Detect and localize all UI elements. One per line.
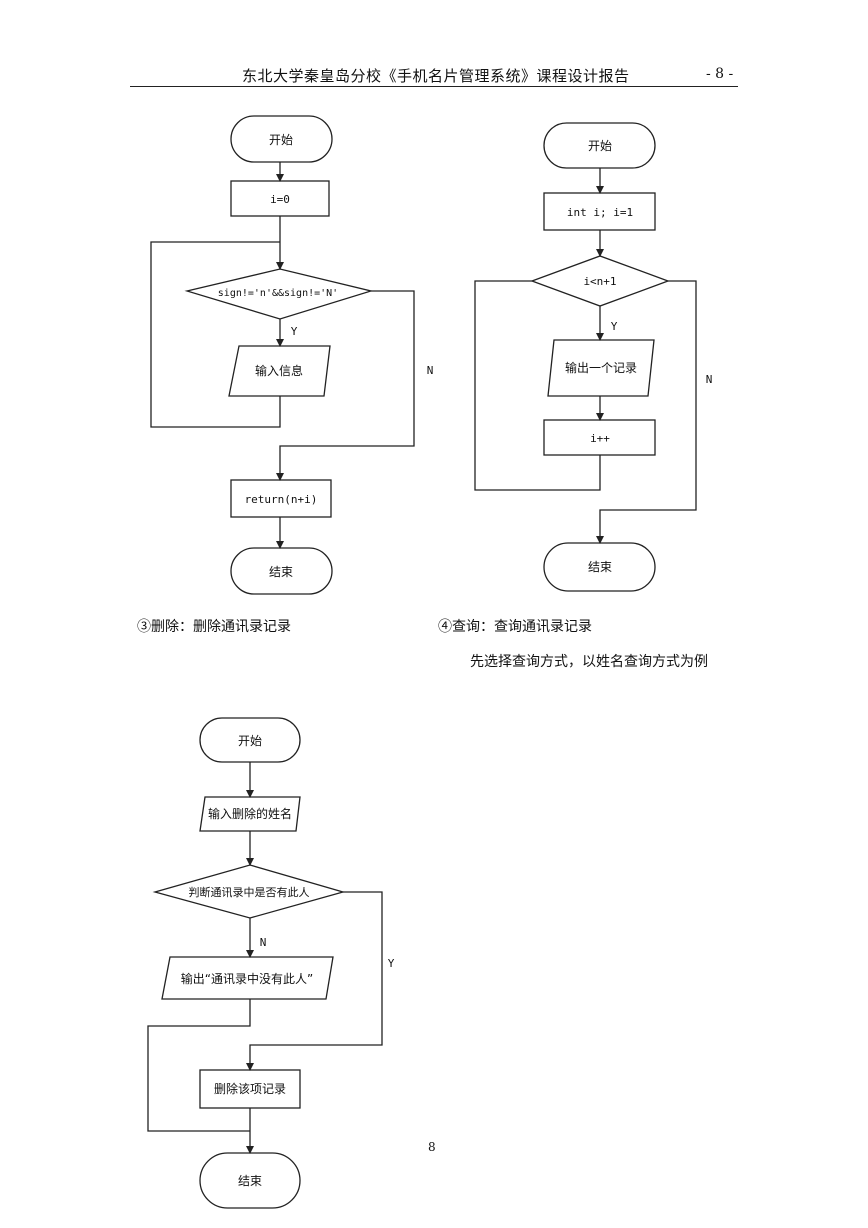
query-end-terminal <box>543 542 656 592</box>
query-output-label: 输出一个记录 <box>565 360 637 375</box>
add-end-label: 结束 <box>269 565 293 579</box>
query-condition-label: i<n+1 <box>583 275 616 288</box>
add-start-label: 开始 <box>269 133 293 147</box>
caption-query-note: 先选择查询方式，以姓名查询方式为例 <box>470 654 708 670</box>
delete-input-parallelogram <box>199 796 301 832</box>
delete-input-label: 输入删除的姓名 <box>208 806 292 821</box>
query-no-label: N <box>706 373 713 386</box>
query-yes-label: Y <box>611 320 618 333</box>
add-yes-label: Y <box>291 325 298 338</box>
header-rule <box>130 86 738 87</box>
query-output-parallelogram <box>547 339 655 397</box>
add-return-box <box>230 479 332 518</box>
add-no-label: N <box>427 364 434 377</box>
flowchart-add <box>150 115 415 595</box>
add-init-label: i=0 <box>270 193 290 206</box>
add-input-label: 输入信息 <box>255 363 303 378</box>
flowchart-delete <box>147 717 383 1209</box>
page-header-number: - 8 - <box>706 66 734 82</box>
add-return-label: return(n+i) <box>245 493 318 506</box>
delete-end-terminal <box>199 1152 301 1209</box>
caption-delete: ③删除：删除通讯录记录 <box>137 619 291 635</box>
flowchart-query <box>474 122 697 592</box>
delete-output-label: 输出“通讯录中没有此人” <box>181 971 313 986</box>
delete-output-parallelogram <box>161 956 334 1000</box>
delete-condition-label: 判断通讯录中是否有此人 <box>189 885 310 899</box>
query-end-label: 结束 <box>588 560 612 574</box>
add-input-parallelogram <box>228 345 331 397</box>
add-condition-label: sign!='n'&&sign!='N' <box>218 288 338 299</box>
query-increment-label: i++ <box>590 432 610 445</box>
delete-no-label: N <box>260 936 267 949</box>
add-end-terminal <box>230 547 333 595</box>
page-header-title: 东北大学秦皇岛分校《手机名片管理系统》课程设计报告 <box>242 67 630 85</box>
delete-start-label: 开始 <box>238 734 262 748</box>
add-start-terminal <box>230 115 333 163</box>
delete-end-label: 结束 <box>238 1174 262 1188</box>
query-start-label: 开始 <box>588 139 612 153</box>
delete-yes-label: Y <box>388 957 395 970</box>
query-init-label: int i; i=1 <box>567 206 633 219</box>
caption-query: ④查询：查询通讯录记录 <box>438 619 592 635</box>
delete-action-label: 删除该项记录 <box>214 1081 286 1096</box>
footer-page-number: 8 <box>428 1140 436 1154</box>
